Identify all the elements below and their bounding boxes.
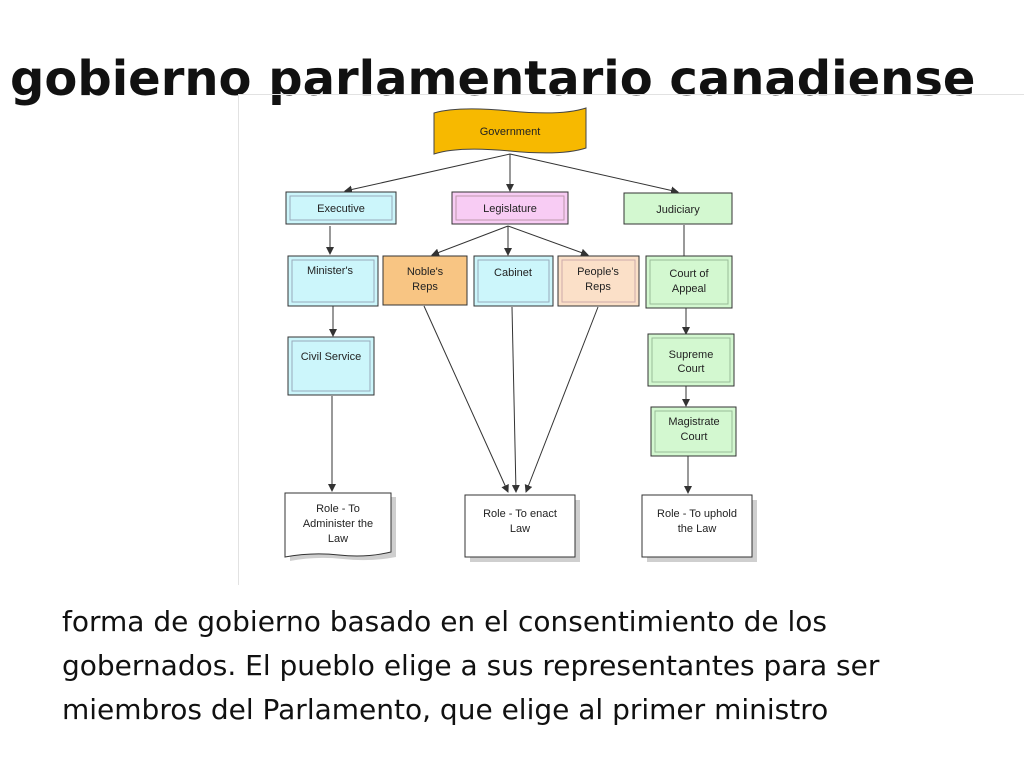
magistrate-court-inner	[654, 410, 733, 453]
court-of-appeal-inner	[649, 259, 729, 305]
arrow-nobles-role	[423, 305, 509, 493]
civil-service-box	[287, 336, 375, 396]
cabinet-box	[473, 255, 554, 307]
node-nobles-reps: Noble's Reps	[382, 255, 468, 306]
executive-box	[285, 191, 397, 225]
node-role-administer: Role - To Administer the Law	[284, 492, 396, 561]
supreme-court-box	[647, 333, 735, 387]
node-magistrate-court: Magistrate Court	[650, 406, 737, 457]
role-uphold-box	[641, 494, 753, 558]
legislature-label: Legislature	[483, 203, 537, 215]
node-civil-service: Civil Service	[287, 336, 375, 396]
arrow-government-executive	[344, 153, 511, 194]
node-executive: Executive	[285, 191, 397, 225]
role-enact-box	[464, 494, 576, 558]
ministers-inner	[291, 259, 375, 303]
civil-service-inner	[291, 340, 371, 392]
connectors	[326, 153, 692, 494]
government-label: Government	[480, 126, 541, 138]
court-of-appeal-line2: Appeal	[672, 283, 706, 295]
judiciary-label: Judiciary	[656, 204, 700, 216]
peoples-box	[557, 255, 640, 307]
peoples-label-line2: Reps	[585, 281, 611, 293]
nobles-label-line1: Noble's	[407, 266, 444, 278]
role-administer-line3: Law	[328, 533, 348, 545]
role-enact-line2: Law	[510, 523, 530, 535]
supreme-court-inner	[651, 337, 731, 383]
node-ministers: Minister's	[287, 255, 379, 307]
node-role-enact: Role - To enact Law	[464, 494, 580, 562]
arrow-peoples-role	[524, 306, 599, 493]
cabinet-inner	[477, 259, 550, 303]
court-of-appeal-box	[645, 255, 733, 309]
node-judiciary: Judiciary	[623, 192, 733, 225]
arrow-cabinet-role	[511, 306, 520, 493]
nobles-label-line2: Reps	[412, 281, 438, 293]
node-peoples-reps: People's Reps	[557, 255, 640, 307]
magistrate-court-line1: Magistrate	[668, 416, 719, 428]
executive-inner	[289, 195, 393, 221]
description-text: forma de gobierno basado en el consentim…	[62, 600, 1002, 732]
node-government: Government	[433, 107, 587, 155]
ministers-box	[287, 255, 379, 307]
description-line-2: gobernados. El pueblo elige a sus repres…	[62, 649, 880, 682]
magistrate-court-box	[650, 406, 737, 457]
node-cabinet: Cabinet	[473, 255, 554, 307]
role-administer-box	[284, 492, 392, 558]
role-uphold-line1: Role - To uphold	[657, 508, 737, 520]
role-administer-line1: Role - To	[316, 503, 360, 515]
diagram-frame	[238, 94, 1024, 585]
node-legislature: Legislature	[451, 191, 569, 225]
arrow-government-judiciary	[509, 153, 679, 195]
supreme-court-line2: Court	[678, 363, 705, 375]
government-shape	[433, 107, 587, 155]
description-line-1: forma de gobierno basado en el consentim…	[62, 605, 828, 638]
peoples-label-line1: People's	[577, 266, 619, 278]
civil-service-label: Civil Service	[301, 351, 362, 363]
node-court-of-appeal: Court of Appeal	[645, 255, 733, 309]
nobles-box	[382, 255, 468, 306]
cabinet-label: Cabinet	[494, 267, 532, 279]
supreme-court-line1: Supreme	[669, 349, 714, 361]
executive-label: Executive	[317, 203, 365, 215]
role-enact-line1: Role - To enact	[483, 508, 557, 520]
page-title: gobierno parlamentario canadiense	[10, 51, 976, 107]
peoples-inner	[561, 259, 636, 303]
node-supreme-court: Supreme Court	[647, 333, 735, 387]
judiciary-box	[623, 192, 733, 225]
role-administer-line2: Administer the	[303, 518, 373, 530]
node-role-uphold: Role - To uphold the Law	[641, 494, 757, 562]
arrow-legislature-peoples	[507, 225, 589, 257]
ministers-label: Minister's	[307, 265, 354, 277]
legislature-box	[451, 191, 569, 225]
arrow-legislature-nobles	[431, 225, 509, 257]
court-of-appeal-line1: Court of	[669, 268, 709, 280]
legislature-inner	[455, 195, 565, 221]
description-line-3: miembros del Parlamento, que elige al pr…	[62, 693, 829, 726]
magistrate-court-line2: Court	[681, 431, 708, 443]
role-uphold-line2: the Law	[678, 523, 717, 535]
